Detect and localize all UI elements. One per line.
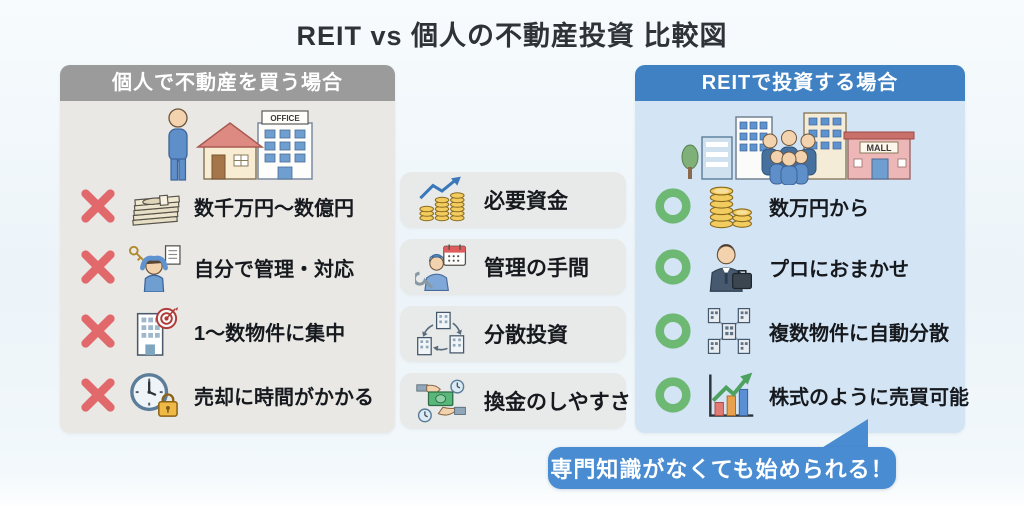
buildings-cycle-icon <box>412 309 472 359</box>
category-label: 管理の手間 <box>484 257 589 280</box>
right-item-label: 複数物件に自動分散 <box>769 322 949 345</box>
office-sign-text: OFFICE <box>270 114 300 123</box>
right-item-label: 株式のように売買可能 <box>769 386 969 409</box>
left-item-label: 売却に時間がかかる <box>194 386 374 409</box>
circle-mark-icon <box>653 376 693 414</box>
right-item-label: プロにおまかせ <box>769 258 909 281</box>
category-label: 分散投資 <box>484 324 568 347</box>
left-item-label: 1〜数物件に集中 <box>194 322 346 345</box>
callout-bubble: 専門知識がなくても始められる！ <box>548 447 896 489</box>
right-item-label: 数万円から <box>769 197 869 220</box>
left-row-management: 自分で管理・対応 <box>78 241 354 293</box>
stressed-landlord-icon <box>124 242 184 292</box>
right-row-management: プロにおまかせ <box>653 241 909 293</box>
mall-sign-text: MALL <box>867 143 892 153</box>
reit-investment-panel: REITで投資する場合 <box>635 65 969 433</box>
money-stack-icon <box>124 182 184 230</box>
stock-chart-icon <box>699 370 759 420</box>
category-label: 必要資金 <box>484 190 568 213</box>
businessman-icon <box>699 242 759 292</box>
left-item-label: 自分で管理・対応 <box>194 258 354 281</box>
circle-mark-icon <box>653 187 693 225</box>
category-management-effort: 管理の手間 <box>400 239 626 295</box>
callout-tail <box>820 419 868 449</box>
circle-mark-icon <box>653 312 693 350</box>
page-title: REIT vs 個人の不動産投資 比較図 <box>296 21 728 51</box>
category-diversification: 分散投資 <box>400 306 626 362</box>
left-panel-header: 個人で不動産を買う場合 <box>60 65 395 101</box>
individual-illustration: OFFICE <box>60 105 395 183</box>
category-label: 換金のしやすさ <box>484 391 631 414</box>
right-row-cost: 数万円から <box>653 180 869 232</box>
individual-investment-panel: 個人で不動産を買う場合 OFFICE <box>60 65 395 433</box>
cross-mark-icon <box>78 376 118 414</box>
left-row-liquidity: 売却に時間がかかる <box>78 369 374 421</box>
category-required-funds: 必要資金 <box>400 172 626 228</box>
clock-lock-icon <box>124 370 184 420</box>
left-item-label: 数千万円〜数億円 <box>194 197 354 220</box>
reit-illustration: MALL <box>635 105 965 185</box>
buildings-crowd-mall-illustration: MALL <box>681 112 915 185</box>
maintenance-worker-icon <box>412 242 472 292</box>
cross-mark-icon <box>78 248 118 286</box>
building-network-icon <box>699 306 759 356</box>
person-house-office-illustration: OFFICE <box>168 108 313 181</box>
right-row-diversification: 複数物件に自動分散 <box>653 305 949 357</box>
cross-mark-icon <box>78 312 118 350</box>
circle-mark-icon <box>653 248 693 286</box>
building-target-icon <box>124 306 184 356</box>
right-row-tradability: 株式のように売買可能 <box>653 369 969 421</box>
cross-mark-icon <box>78 187 118 225</box>
cash-exchange-icon <box>412 376 472 426</box>
left-row-concentration: 1〜数物件に集中 <box>78 305 345 357</box>
left-row-cost: 数千万円〜数億円 <box>78 180 354 232</box>
category-liquidity: 換金のしやすさ <box>400 373 631 429</box>
right-panel-header: REITで投資する場合 <box>635 65 965 101</box>
coins-growth-icon <box>412 175 472 225</box>
coin-stacks-icon <box>699 182 759 230</box>
